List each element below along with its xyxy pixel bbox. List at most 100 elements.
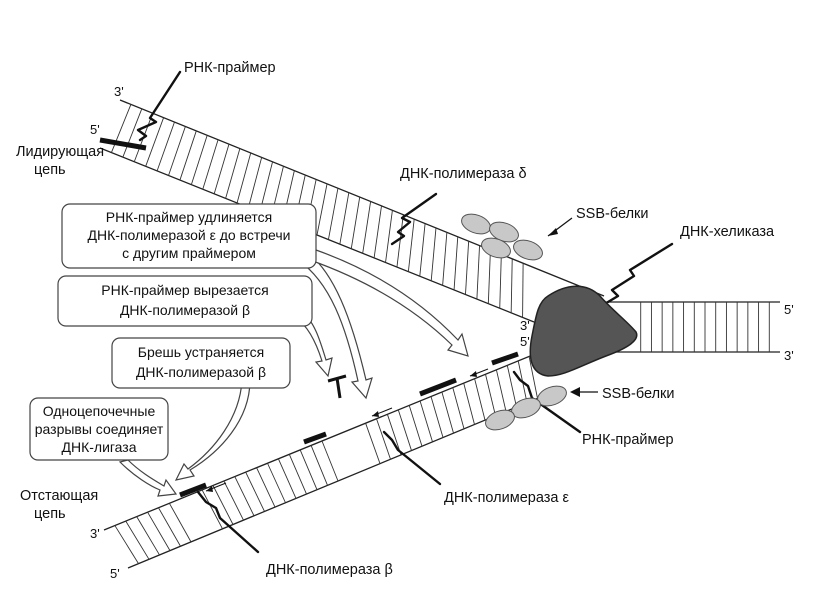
label-dna-pol-epsilon: ДНК-полимераза ε (444, 490, 569, 506)
label-lagging-strand-1: Отстающая (20, 488, 98, 504)
base-pair-rung (202, 139, 219, 190)
lagging-duplex (103, 351, 549, 569)
base-pair-rung (474, 378, 486, 421)
dna-pol-delta-pointer (390, 192, 438, 246)
base-pair-rung (212, 485, 234, 525)
base-pair-rung (430, 228, 437, 281)
base-pair-rung (277, 458, 297, 499)
base-pair-rung (299, 449, 318, 490)
base-pair-rung (145, 117, 165, 167)
ssb-proteins-top (461, 213, 543, 261)
base-pair-rung (385, 210, 393, 263)
base-pair-rung (397, 409, 412, 451)
base-pair-rung (288, 454, 307, 495)
base-pair-rung (396, 214, 404, 268)
base-pair-rung (245, 471, 265, 512)
ssb-protein (485, 409, 515, 431)
base-pair-rung (430, 396, 444, 438)
end-right-bottom-3: 3' (784, 348, 794, 363)
base-pair-rung (125, 520, 150, 560)
leading-duplex-rungs (111, 104, 524, 318)
end-fork-3: 3' (520, 318, 530, 333)
label-rna-primer-bottom: РНК-праймер (582, 432, 674, 448)
excised-primer-fragment (327, 374, 347, 399)
base-pair-rung (452, 387, 465, 429)
base-pair-rung (321, 440, 339, 482)
parental-duplex-rungs (640, 302, 770, 352)
base-pair-rung (310, 445, 328, 486)
callout-primer-elongation-line2: ДНК-полимеразой ε до встречи (88, 227, 291, 243)
base-pair-rung (365, 423, 381, 464)
callout-ligation-line1: Одноцепочечные (43, 403, 156, 419)
base-pair-rung (201, 489, 223, 530)
callout-primer-excision-line2: ДНК-полимеразой β (120, 302, 250, 318)
callout-primer-elongation-line1: РНК-праймер удлиняется (106, 209, 273, 225)
base-pair-rung (465, 241, 470, 295)
base-pair-rung (223, 480, 244, 521)
callout-gap-filling-line2: ДНК-полимеразой β (136, 364, 266, 380)
base-pair-rung (522, 263, 524, 318)
base-pair-rung (267, 463, 286, 503)
callout-ligation-line2: разрывы соединяет (35, 421, 164, 437)
ssb-protein (513, 239, 543, 261)
leading-duplex (99, 99, 605, 323)
base-pair-rung (419, 400, 433, 442)
base-pair-rung (234, 476, 255, 516)
base-pair-rung (510, 259, 513, 313)
base-pair-rung (362, 201, 372, 254)
base-pair-rung (386, 414, 402, 456)
dna-helicase-pointer (606, 242, 674, 304)
base-pair-rung (350, 197, 361, 249)
lagging-rna-primer-segment-4 (491, 351, 519, 366)
base-pair-rung (136, 516, 160, 556)
label-ssb-top: SSB-белки (576, 206, 648, 222)
end-top-left-5: 5' (90, 122, 100, 137)
ssb-protein (461, 213, 491, 235)
ssb-proteins-bottom (485, 385, 567, 431)
callout-primer-excision-line1: РНК-праймер вырезается (101, 282, 268, 298)
base-pair-rung (453, 237, 459, 290)
rna-primer-top-pointer (136, 70, 182, 142)
callout-gap-filling-line1: Брешь устраняется (138, 344, 264, 360)
base-pair-rung (122, 108, 143, 158)
label-ssb-bottom: SSB-белки (602, 386, 674, 402)
base-pair-rung (316, 183, 328, 236)
base-pair-rung (528, 356, 538, 399)
label-dna-pol-delta: ДНК-полимераза δ (400, 166, 527, 182)
base-pair-rung (168, 126, 186, 176)
base-pair-rung (476, 245, 480, 300)
end-fork-5: 5' (520, 334, 530, 349)
base-pair-rung (495, 369, 507, 412)
lagging-rna-primer-segment-3 (419, 377, 457, 397)
lagging-rna-primer-segment-2 (303, 431, 327, 445)
base-pair-rung (147, 511, 171, 551)
base-pair-rung (376, 418, 391, 460)
dna-pol-epsilon-pointer (382, 430, 442, 486)
base-pair-rung (408, 405, 423, 447)
label-rna-primer-top: РНК-праймер (184, 60, 276, 76)
label-lagging-strand-2: цепь (34, 506, 66, 522)
ssb-top-arrowhead (548, 228, 558, 236)
callout-gap-filling: Брешь устраняется ДНК-полимеразой β (111, 337, 291, 481)
label-dna-pol-beta: ДНК-полимераза β (266, 562, 393, 578)
base-pair-rung (114, 525, 139, 564)
end-bottom-left-5: 5' (110, 566, 120, 581)
lagging-duplex-rungs (114, 356, 538, 564)
base-pair-rung (407, 219, 415, 272)
base-pair-rung (169, 503, 192, 543)
base-pair-rung (327, 188, 339, 240)
base-pair-rung (156, 121, 175, 172)
base-pair-rung (179, 130, 197, 181)
synthesis-direction-arrows (205, 368, 489, 492)
base-pair-rung (190, 135, 208, 185)
end-bottom-left-3: 3' (90, 526, 100, 541)
leading-template-strand (119, 99, 605, 297)
rna-primer-bottom-pointer (512, 370, 582, 434)
base-pair-rung (373, 206, 382, 258)
label-leading-strand-2: цепь (34, 162, 66, 178)
ssb-protein (481, 237, 511, 259)
callout-ligation: Одноцепочечные разрывы соединяет ДНК-лиг… (29, 397, 178, 497)
base-pair-rung (419, 223, 426, 277)
end-top-left-3: 3' (114, 84, 124, 99)
